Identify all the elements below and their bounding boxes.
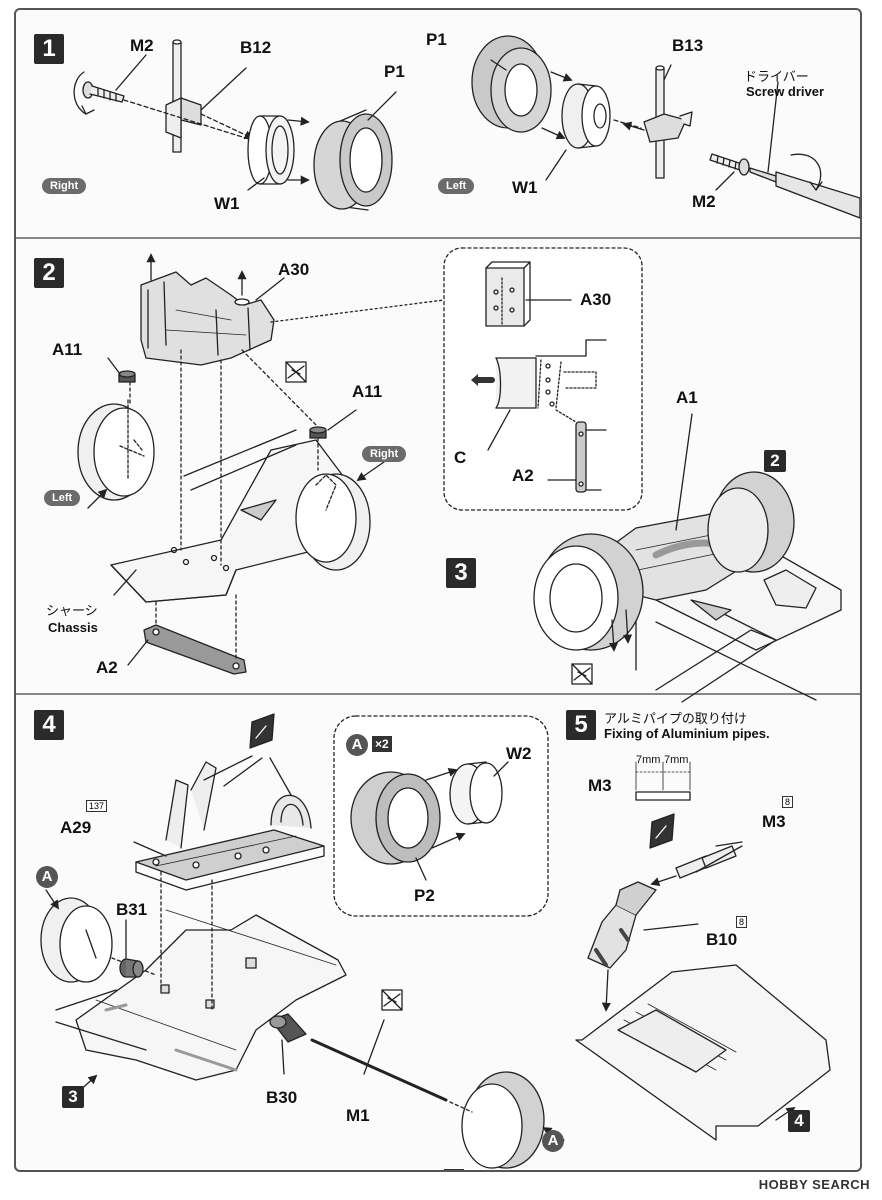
label-w1-left: W1 xyxy=(512,178,538,197)
step4-ref-step-3: 3 xyxy=(62,1086,84,1108)
label-p1-right: P1 xyxy=(384,62,405,81)
label-a1: A1 xyxy=(676,388,698,407)
instruction-sheet: 1 2 3 4 5 2 3 4 M2 B12 P1 W1 Right P1 B1… xyxy=(14,8,862,1172)
label-a11-right: A11 xyxy=(352,382,383,401)
label-b12: B12 xyxy=(240,38,272,57)
inset-label-a30: A30 xyxy=(580,290,612,309)
step4-wheel-inset xyxy=(333,715,549,917)
marker-a-inset: A xyxy=(346,734,368,756)
label-a2: A2 xyxy=(96,658,118,677)
step5-drawing xyxy=(575,761,831,1141)
step3-ref-step-2: 2 xyxy=(764,450,786,472)
color-tag-8-b10: 8 xyxy=(736,916,748,928)
inset-label-a2: A2 xyxy=(512,466,534,485)
step1-right-drawing xyxy=(73,39,397,211)
label-m2-right: M2 xyxy=(130,36,154,55)
step-1-number: 1 xyxy=(34,34,64,64)
label-screwdriver-en: Screw driver xyxy=(746,84,825,99)
step2-drawing xyxy=(77,253,445,675)
inset-label-c: C xyxy=(454,448,467,467)
step-2-number: 2 xyxy=(34,258,64,288)
label-b31: B31 xyxy=(116,900,148,919)
label-m3-cut: M3 xyxy=(588,776,612,795)
label-w1-right: W1 xyxy=(214,194,240,213)
watermark: HOBBY SEARCH xyxy=(758,1177,870,1192)
color-tag-8-m3: 8 xyxy=(782,796,794,808)
label-chassis-jp: シャーシ xyxy=(46,604,98,619)
tag-right-step1: Right xyxy=(42,178,87,194)
label-m3: M3 xyxy=(762,812,786,831)
cut-length-2: 7mm xyxy=(664,754,689,766)
label-a30: A30 xyxy=(278,260,310,279)
step-4-number: 4 xyxy=(34,710,64,740)
step-3-number: 3 xyxy=(446,558,476,588)
label-m1: M1 xyxy=(346,1106,370,1125)
marker-a-left: A xyxy=(36,866,58,888)
color-tag-137: 137 xyxy=(86,800,108,812)
step5-title-en: Fixing of Aluminium pipes. xyxy=(604,726,770,741)
tag-right-step2: Right xyxy=(362,446,407,462)
label-p2: P2 xyxy=(414,886,435,905)
step3-drawing xyxy=(533,413,842,703)
cut-length-1: 7mm xyxy=(636,754,661,766)
label-chassis-en: Chassis xyxy=(48,620,98,635)
label-w2: W2 xyxy=(506,744,532,763)
marker-a-right: A xyxy=(542,1130,564,1152)
step1-left-drawing xyxy=(471,35,860,219)
label-a11-left: A11 xyxy=(52,340,83,359)
step5-title-jp: アルミパイプの取り付け xyxy=(604,712,747,727)
label-b13: B13 xyxy=(672,36,704,55)
label-b10: B10 xyxy=(706,930,738,949)
tag-left-step1: Left xyxy=(438,178,475,194)
label-m2-left: M2 xyxy=(692,192,716,211)
label-p1-left: P1 xyxy=(426,30,447,49)
step4-drawing xyxy=(40,713,565,1169)
label-a29: A29 xyxy=(60,818,92,837)
assembly-drawing xyxy=(16,35,860,1169)
page-number: 3 xyxy=(444,1169,464,1170)
step2-detail-inset xyxy=(443,247,643,511)
step5-ref-step-4: 4 xyxy=(788,1110,810,1132)
label-screwdriver-jp: ドライバー xyxy=(744,70,809,85)
tag-left-step2: Left xyxy=(44,490,81,506)
quantity-x2: ×2 xyxy=(372,736,392,752)
label-b30: B30 xyxy=(266,1088,298,1107)
step-5-number: 5 xyxy=(566,710,596,740)
